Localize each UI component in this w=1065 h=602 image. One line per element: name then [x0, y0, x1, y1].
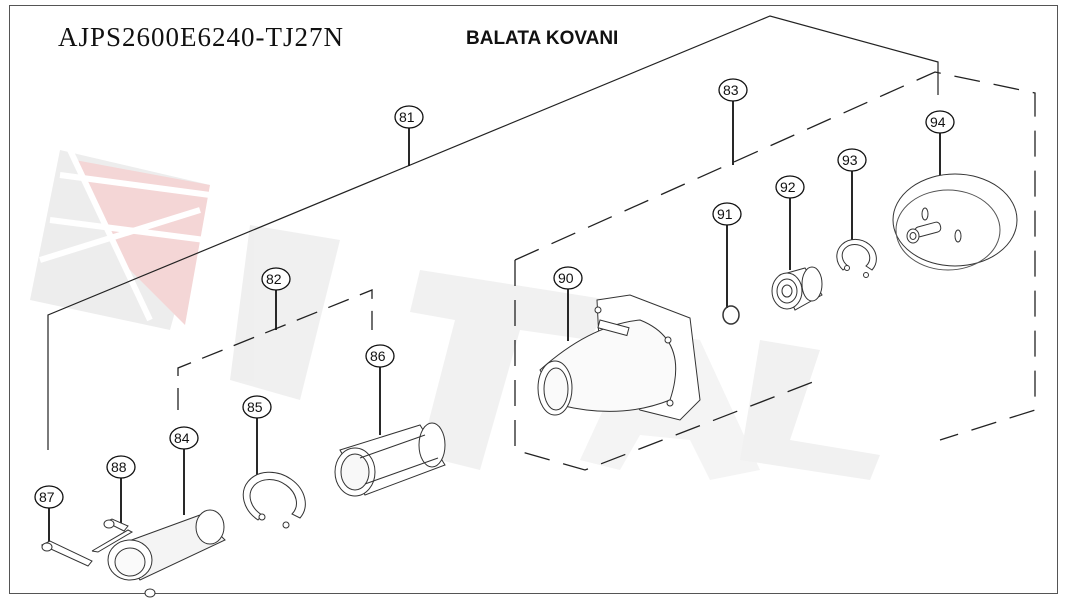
watermark-logo [30, 148, 880, 480]
svg-text:86: 86 [370, 348, 386, 364]
callout-92: 92 [775, 175, 805, 199]
part-90-clutch-housing [537, 294, 701, 421]
callout-83: 83 [718, 78, 748, 102]
part-93-circlip [836, 238, 877, 278]
part-88-short-bolt [91, 518, 134, 553]
svg-text:88: 88 [111, 459, 127, 475]
callout-86: 86 [365, 344, 395, 368]
part-name-title: BALATA KOVANI [466, 28, 619, 49]
callout-81: 81 [394, 105, 424, 129]
svg-text:81: 81 [399, 109, 415, 125]
svg-text:91: 91 [717, 206, 733, 222]
part-86-splined-bushing [334, 422, 446, 497]
svg-text:83: 83 [723, 82, 739, 98]
part-92-ball-bearing [771, 266, 823, 311]
svg-text:84: 84 [174, 430, 190, 446]
svg-text:85: 85 [247, 399, 263, 415]
leader-lines [48, 101, 941, 543]
svg-text:87: 87 [39, 489, 55, 505]
part-84-clamp-sleeve [107, 509, 226, 598]
callout-82: 82 [261, 267, 291, 291]
part-code-title: AJPS2600E6240-TJ27N [58, 22, 345, 52]
part-85-circlip [242, 471, 306, 529]
svg-text:82: 82 [266, 271, 282, 287]
assembly-82-outline [177, 289, 373, 410]
callout-85: 85 [242, 395, 272, 419]
callout-91: 91 [712, 202, 742, 226]
callout-88: 88 [106, 455, 136, 479]
callout-84: 84 [169, 426, 199, 450]
svg-text:92: 92 [780, 179, 796, 195]
svg-text:94: 94 [930, 114, 946, 130]
drawing-frame [9, 5, 1058, 594]
part-87-long-bolt [40, 540, 93, 567]
callout-94: 94 [925, 110, 955, 134]
callout-87: 87 [34, 485, 64, 509]
assembly-83-outline [514, 71, 1036, 471]
part-91-snap-ring [722, 305, 740, 325]
svg-text:93: 93 [842, 152, 858, 168]
callout-93: 93 [837, 148, 867, 172]
part-94-clutch-drum [892, 173, 1018, 271]
svg-text:90: 90 [558, 270, 574, 286]
callout-90: 90 [553, 266, 583, 290]
